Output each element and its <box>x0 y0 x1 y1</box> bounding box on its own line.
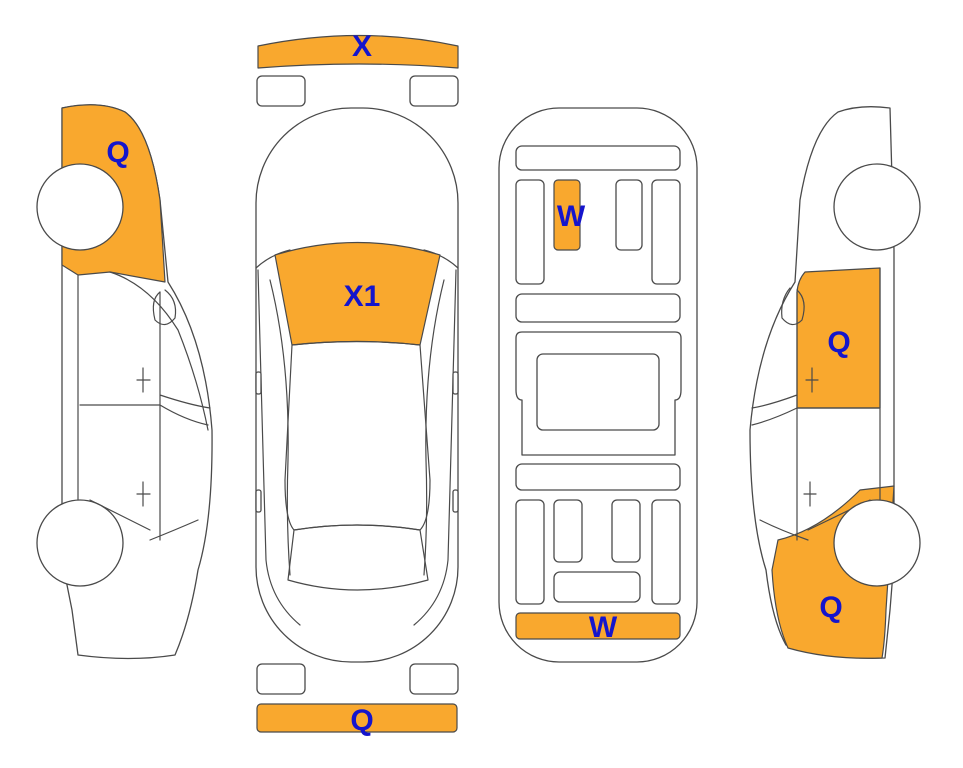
underbody-cross-bar <box>515 293 681 323</box>
label-rear-bumper: Q <box>350 704 373 737</box>
right-side-pillar <box>781 287 805 326</box>
top-hood-lines <box>255 249 459 626</box>
left-rear-wheel <box>36 499 124 587</box>
top-view <box>255 34 459 733</box>
underbody-front-damage <box>553 179 581 251</box>
underbody-front-small <box>615 179 643 251</box>
label-underbody-front: W <box>557 200 586 233</box>
label-left-front-fender: Q <box>106 136 129 169</box>
underbody-rear-small-right <box>611 499 641 563</box>
underbody-rear-small-left <box>553 499 583 563</box>
rear-right-light <box>409 663 459 695</box>
right-mirror <box>452 371 459 395</box>
left-door-handle-rear <box>136 481 151 507</box>
left-side-window-frame <box>77 271 211 541</box>
right-rear-wheel <box>833 499 921 587</box>
right-door-handle-front <box>805 367 819 393</box>
front-right-light <box>409 75 459 107</box>
right-rear-handle <box>452 489 459 513</box>
left-rear-handle <box>255 489 262 513</box>
front-left-light <box>256 75 306 107</box>
underbody-rear-bar <box>515 463 681 491</box>
label-windshield: X1 <box>344 280 381 313</box>
underbody-right-rail-front <box>651 179 681 285</box>
left-side-pillar <box>152 289 177 326</box>
label-front-bumper: X <box>352 30 372 63</box>
left-mirror <box>255 371 262 395</box>
right-side-view <box>749 106 921 659</box>
underbody-left-rail-front <box>515 179 545 285</box>
right-door-handle-rear <box>803 481 817 507</box>
label-underbody-rear: W <box>589 611 618 644</box>
left-side-view <box>36 104 213 660</box>
underbody-center-panel <box>536 353 660 431</box>
rear-bumper-damage <box>256 703 458 733</box>
left-front-wheel <box>36 163 124 251</box>
top-side-lines <box>269 279 445 576</box>
rear-left-light <box>256 663 306 695</box>
label-right-rear-quarter: Q <box>819 591 842 624</box>
underbody-rear-damage <box>515 612 681 640</box>
left-door-handle-front <box>136 367 151 393</box>
right-front-wheel <box>833 163 921 251</box>
label-right-door: Q <box>827 326 850 359</box>
top-rear-window <box>287 524 429 591</box>
underbody-rear-tank <box>553 571 641 603</box>
underbody-right-rail-rear <box>651 499 681 605</box>
underbody-left-rail-rear <box>515 499 545 605</box>
underbody-front-bar <box>515 145 681 171</box>
underbody-view <box>498 107 698 663</box>
right-side-window-frame <box>751 267 881 541</box>
front-bumper-damage <box>257 34 459 69</box>
